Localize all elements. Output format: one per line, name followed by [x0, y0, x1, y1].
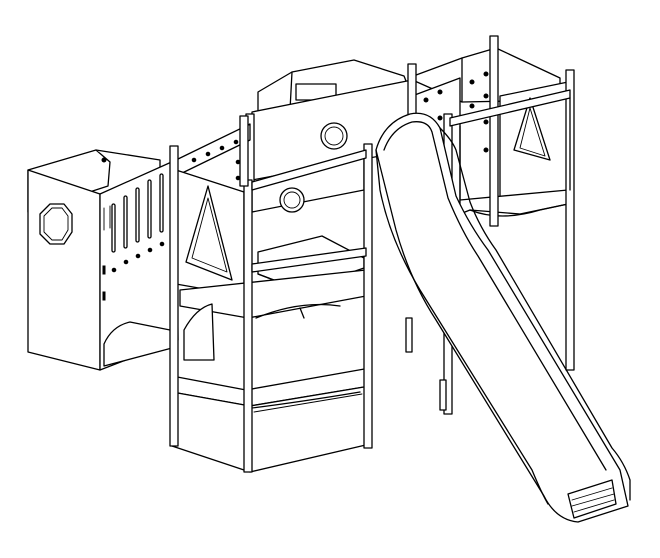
bridge-holes — [191, 139, 241, 181]
rear-porthole — [320, 122, 348, 150]
front-tower — [169, 115, 373, 473]
left-bridge-box — [27, 123, 251, 371]
left-porthole — [39, 203, 73, 245]
front-porthole — [279, 187, 305, 213]
wave-slide — [375, 112, 631, 523]
front-triangle-window — [185, 185, 233, 281]
left-box-slots — [101, 157, 165, 301]
